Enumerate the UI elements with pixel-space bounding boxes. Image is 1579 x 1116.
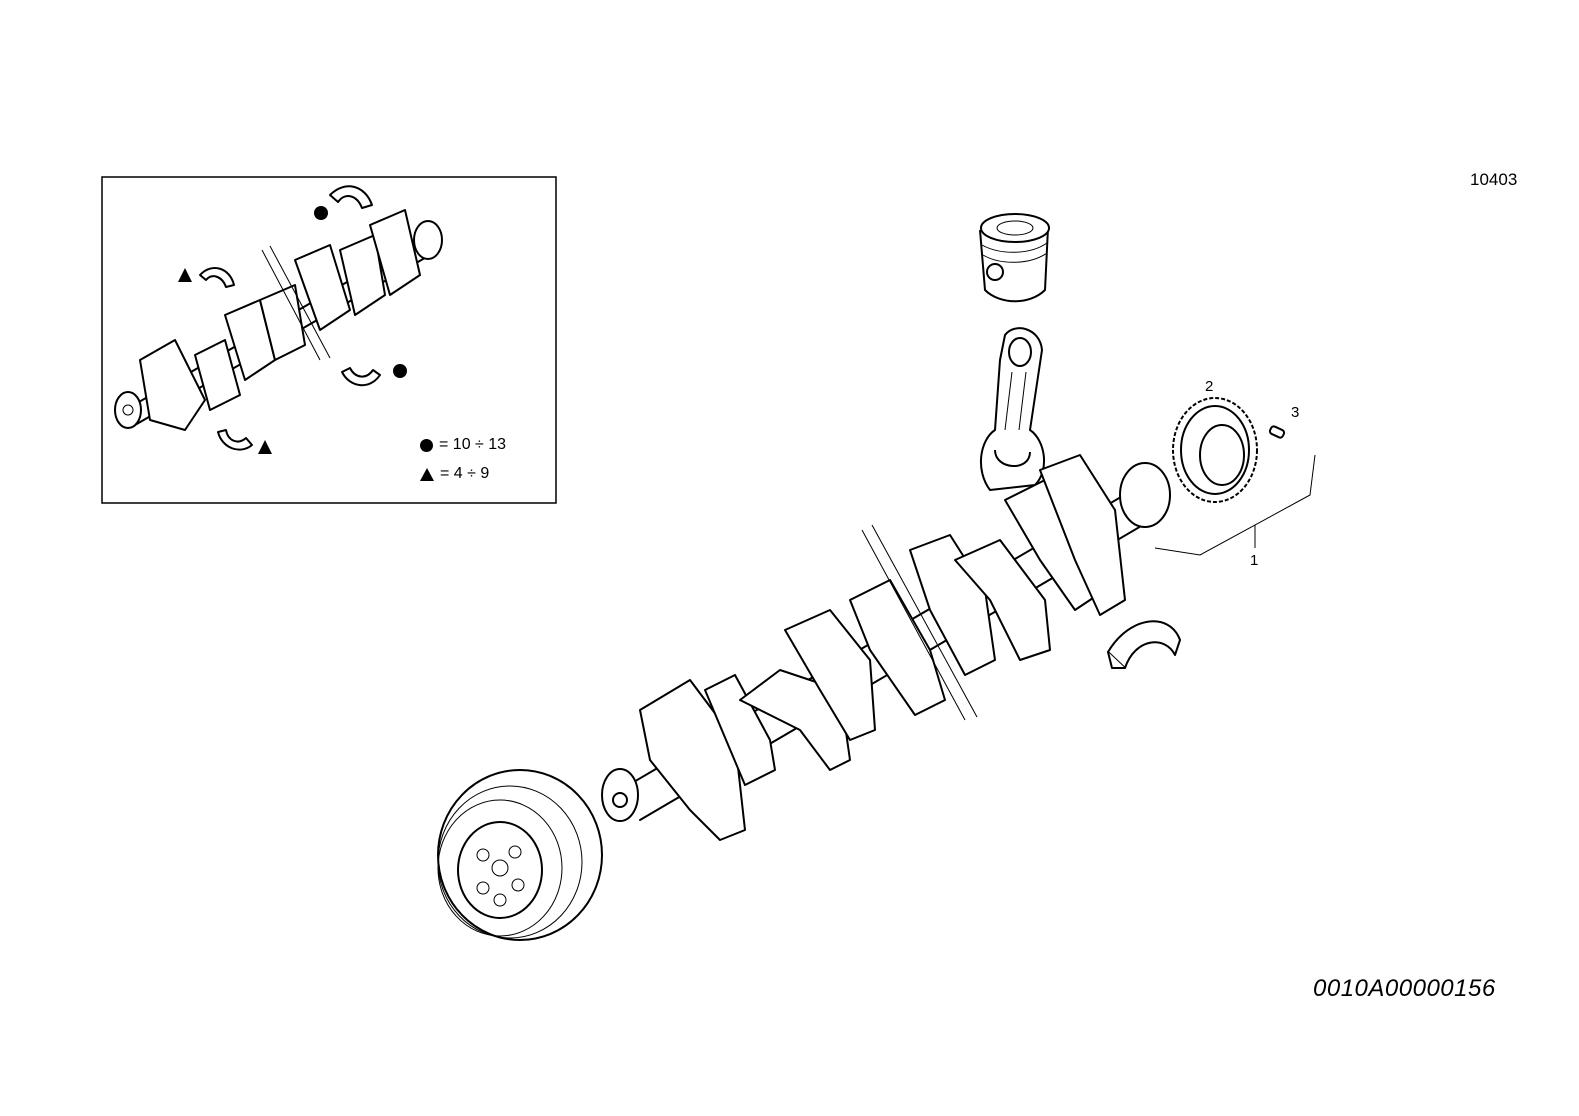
circle-marker-icon (314, 206, 328, 220)
triangle-marker-icon (258, 440, 272, 454)
legend-row-circle: = 10 ÷ 13 (420, 436, 506, 454)
legend-row-triangle: = 4 ÷ 9 (420, 465, 489, 483)
triangle-marker-icon (178, 268, 192, 282)
gear-key-illustration (1268, 425, 1286, 439)
crankshaft-illustration (601, 454, 1171, 841)
document-code: 0010A00000156 (1313, 975, 1496, 1002)
triangle-icon (420, 467, 434, 481)
main-bearing-shell-illustration (1107, 620, 1181, 669)
legend-text-triangle: = 4 ÷ 9 (440, 465, 490, 482)
callout-label-3: 3 (1291, 404, 1300, 421)
circle-icon (420, 438, 433, 452)
piston-illustration (979, 213, 1050, 303)
reference-number: 10403 (1470, 170, 1518, 189)
callout-label-1: 1 (1250, 552, 1259, 569)
pulley-illustration (437, 769, 603, 941)
inset-crankshaft-illustration (114, 209, 443, 431)
inset-panel (101, 176, 557, 504)
legend-text-circle: = 10 ÷ 13 (439, 436, 507, 453)
callout-label-2: 2 (1205, 378, 1214, 395)
connecting-rod-illustration (979, 327, 1046, 491)
timing-gear-illustration (1172, 397, 1258, 503)
circle-marker-icon (393, 364, 407, 378)
inset-bearing-shells (199, 185, 381, 451)
callout-1-leader (1154, 454, 1316, 556)
